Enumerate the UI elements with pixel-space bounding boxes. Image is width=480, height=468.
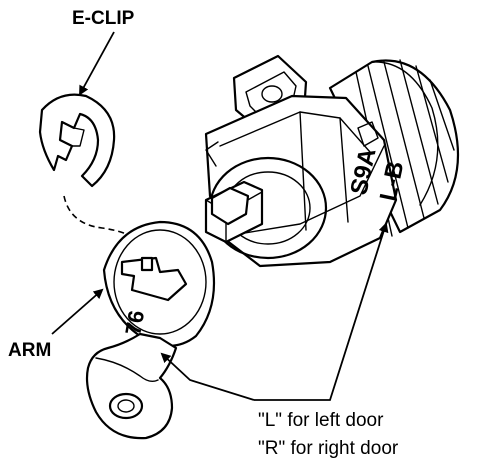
note-pointer-housing — [254, 222, 389, 401]
note-pointer-arm — [160, 352, 255, 401]
arm-pointer — [51, 288, 104, 335]
e-clip — [38, 93, 116, 188]
arm-part — [85, 220, 216, 440]
eclip-pointer — [79, 31, 115, 96]
leader-arrows — [51, 31, 389, 401]
lock-cylinder — [204, 54, 460, 268]
arm-mark-stamp: 76 — [120, 308, 149, 336]
left-door-note: "L" for left door — [258, 410, 384, 431]
right-door-note: "R" for right door — [258, 438, 399, 459]
arm-label: ARM — [8, 340, 51, 361]
eclip-label: E-CLIP — [72, 8, 135, 29]
